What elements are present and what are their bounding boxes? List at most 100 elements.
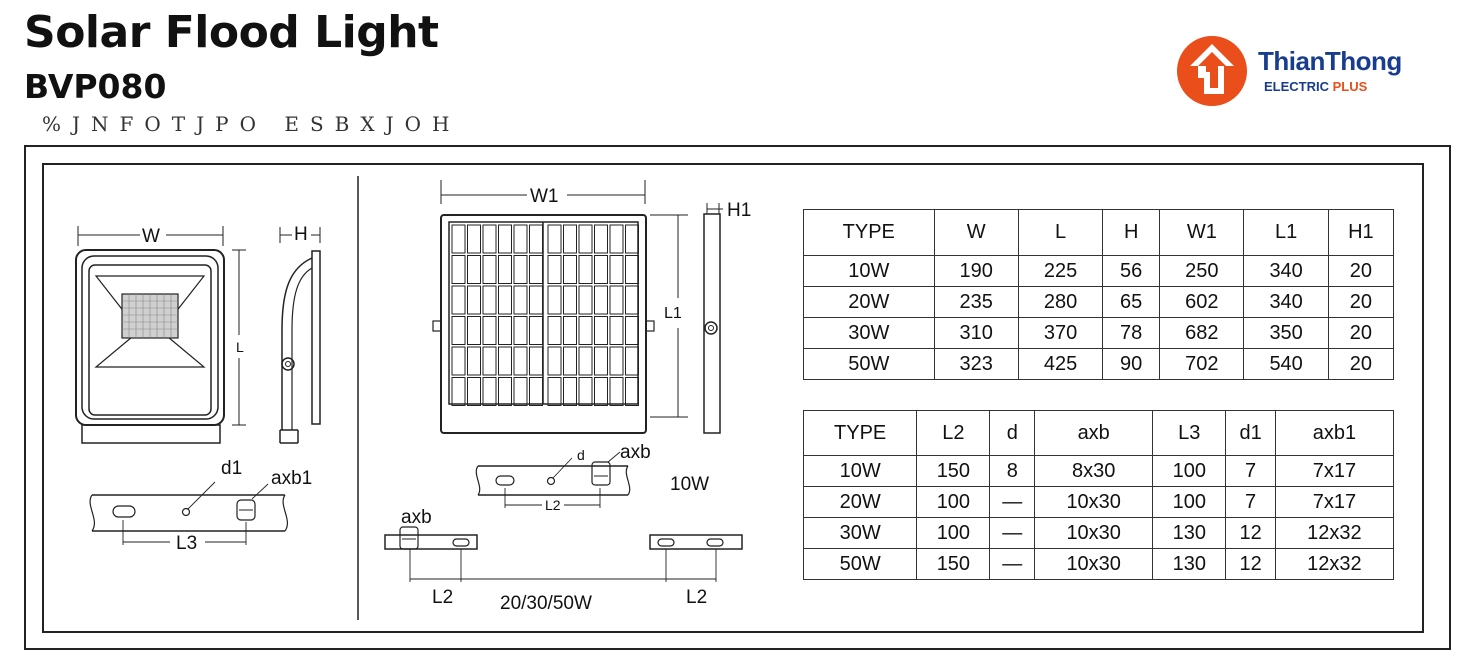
solar-cell — [547, 255, 562, 284]
flood-light-front-view — [75, 226, 246, 444]
table-cell: 540 — [1243, 348, 1329, 380]
solar-cell — [498, 377, 512, 406]
table-row: 20W 100 — 10x30 100 7 7x17 — [802, 486, 1395, 518]
solar-cell — [513, 377, 528, 406]
solar-cell — [594, 285, 608, 315]
table-cell: 10W — [803, 255, 935, 287]
table-cell: 100 — [1152, 486, 1227, 518]
variant-multi-label: 20/30/50W — [500, 593, 592, 614]
solar-cell — [529, 377, 543, 406]
solar-cell — [513, 346, 528, 376]
table-cell: 702 — [1159, 348, 1245, 380]
table-cell: 56 — [1102, 255, 1161, 287]
solar-cell — [482, 285, 497, 315]
table-header-cell: d1 — [1225, 410, 1276, 456]
table-header-row: TYPE W L H W1 L1 H1 — [803, 209, 1395, 256]
solar-cell — [513, 316, 528, 345]
table-cell: 20 — [1327, 348, 1395, 380]
table-cell: 190 — [933, 255, 1019, 287]
solar-cell — [594, 255, 608, 284]
solar-cell — [578, 316, 593, 345]
bracket-multi — [384, 526, 743, 582]
solar-cell — [498, 316, 512, 345]
table-cell: 12x32 — [1274, 517, 1395, 549]
table-cell: 225 — [1017, 255, 1104, 287]
dim-label-l1: L1 — [664, 305, 682, 322]
table-cell: 7 — [1225, 486, 1276, 518]
solar-cell — [467, 285, 481, 315]
solar-panel-front-view — [432, 180, 688, 434]
table-cell: 350 — [1243, 317, 1329, 349]
solar-cell — [451, 224, 466, 254]
solar-cell — [467, 224, 481, 254]
dimension-table-1: TYPE W L H W1 L1 H1 10W 190 225 56 250 3… — [803, 209, 1395, 380]
variant-10w-label: 10W — [670, 474, 709, 495]
solar-cell — [625, 255, 639, 284]
table-row: 30W 310 370 78 682 350 20 — [803, 317, 1395, 349]
table-cell: 10x30 — [1034, 548, 1154, 580]
table-cell: 7x17 — [1274, 486, 1395, 518]
flood-light-bracket — [89, 481, 288, 545]
solar-cell — [547, 346, 562, 376]
table-header-cell: L3 — [1152, 410, 1227, 456]
table-cell: 8 — [989, 455, 1036, 487]
table-header-cell: H1 — [1327, 209, 1395, 256]
table-cell: 602 — [1159, 286, 1245, 318]
table-cell: 682 — [1159, 317, 1245, 349]
table-cell: 50W — [802, 548, 918, 580]
solar-cell — [578, 255, 593, 284]
solar-cell — [578, 224, 593, 254]
table-cell: 235 — [933, 286, 1019, 318]
table-header-cell: TYPE — [802, 410, 918, 456]
table-cell: 20W — [802, 486, 918, 518]
table-cell: 10x30 — [1034, 486, 1154, 518]
table-header-cell: L1 — [1243, 209, 1329, 256]
solar-cell — [467, 346, 481, 376]
table-cell: 150 — [916, 548, 991, 580]
table-cell: — — [989, 486, 1036, 518]
table-header-row: TYPE L2 d axb L3 d1 axb1 — [802, 410, 1395, 456]
solar-cell — [451, 316, 466, 345]
solar-cell — [563, 224, 577, 254]
table-cell: 30W — [803, 317, 935, 349]
table-cell: 130 — [1152, 517, 1227, 549]
table-header-cell: d — [989, 410, 1036, 456]
table-cell: 20 — [1327, 317, 1395, 349]
table-cell: 65 — [1102, 286, 1161, 318]
solar-cell — [594, 346, 608, 376]
solar-cell — [529, 255, 543, 284]
solar-cell — [594, 316, 608, 345]
table-cell: 12x32 — [1274, 548, 1395, 580]
solar-cell — [625, 316, 639, 345]
dim-label-axb-top: axb — [620, 442, 651, 463]
solar-cell — [609, 285, 624, 315]
table-cell: 7x17 — [1274, 455, 1395, 487]
page-title: Solar Flood Light — [24, 7, 439, 58]
logo-name: ThianThong — [1258, 46, 1402, 76]
table-cell: 340 — [1243, 286, 1329, 318]
table-cell: 370 — [1017, 317, 1104, 349]
table-row: 50W 323 425 90 702 540 20 — [803, 348, 1395, 380]
solar-cell — [594, 377, 608, 406]
table-cell: 100 — [1152, 455, 1227, 487]
table-cell: 250 — [1159, 255, 1245, 287]
solar-cell — [529, 285, 543, 315]
dim-label-d: d — [577, 447, 585, 463]
flood-light-side-view — [279, 227, 321, 444]
solar-cell — [513, 224, 528, 254]
table-cell: 50W — [803, 348, 935, 380]
table-cell: 425 — [1017, 348, 1104, 380]
table-cell: 30W — [802, 517, 918, 549]
subtitle: %JNFOTJPO ESBXJOH — [42, 112, 461, 136]
solar-cell — [451, 285, 466, 315]
dim-label-w: W — [142, 226, 160, 247]
table-cell: 150 — [916, 455, 991, 487]
table-cell: 12 — [1225, 517, 1276, 549]
solar-cell — [594, 224, 608, 254]
logo-tagline-a: ELECTRIC — [1264, 79, 1329, 94]
table-cell: 100 — [916, 517, 991, 549]
drawing-frame-outer — [24, 145, 1451, 650]
solar-cell — [529, 224, 543, 254]
dim-label-h1: H1 — [727, 200, 751, 221]
solar-cell — [451, 255, 466, 284]
